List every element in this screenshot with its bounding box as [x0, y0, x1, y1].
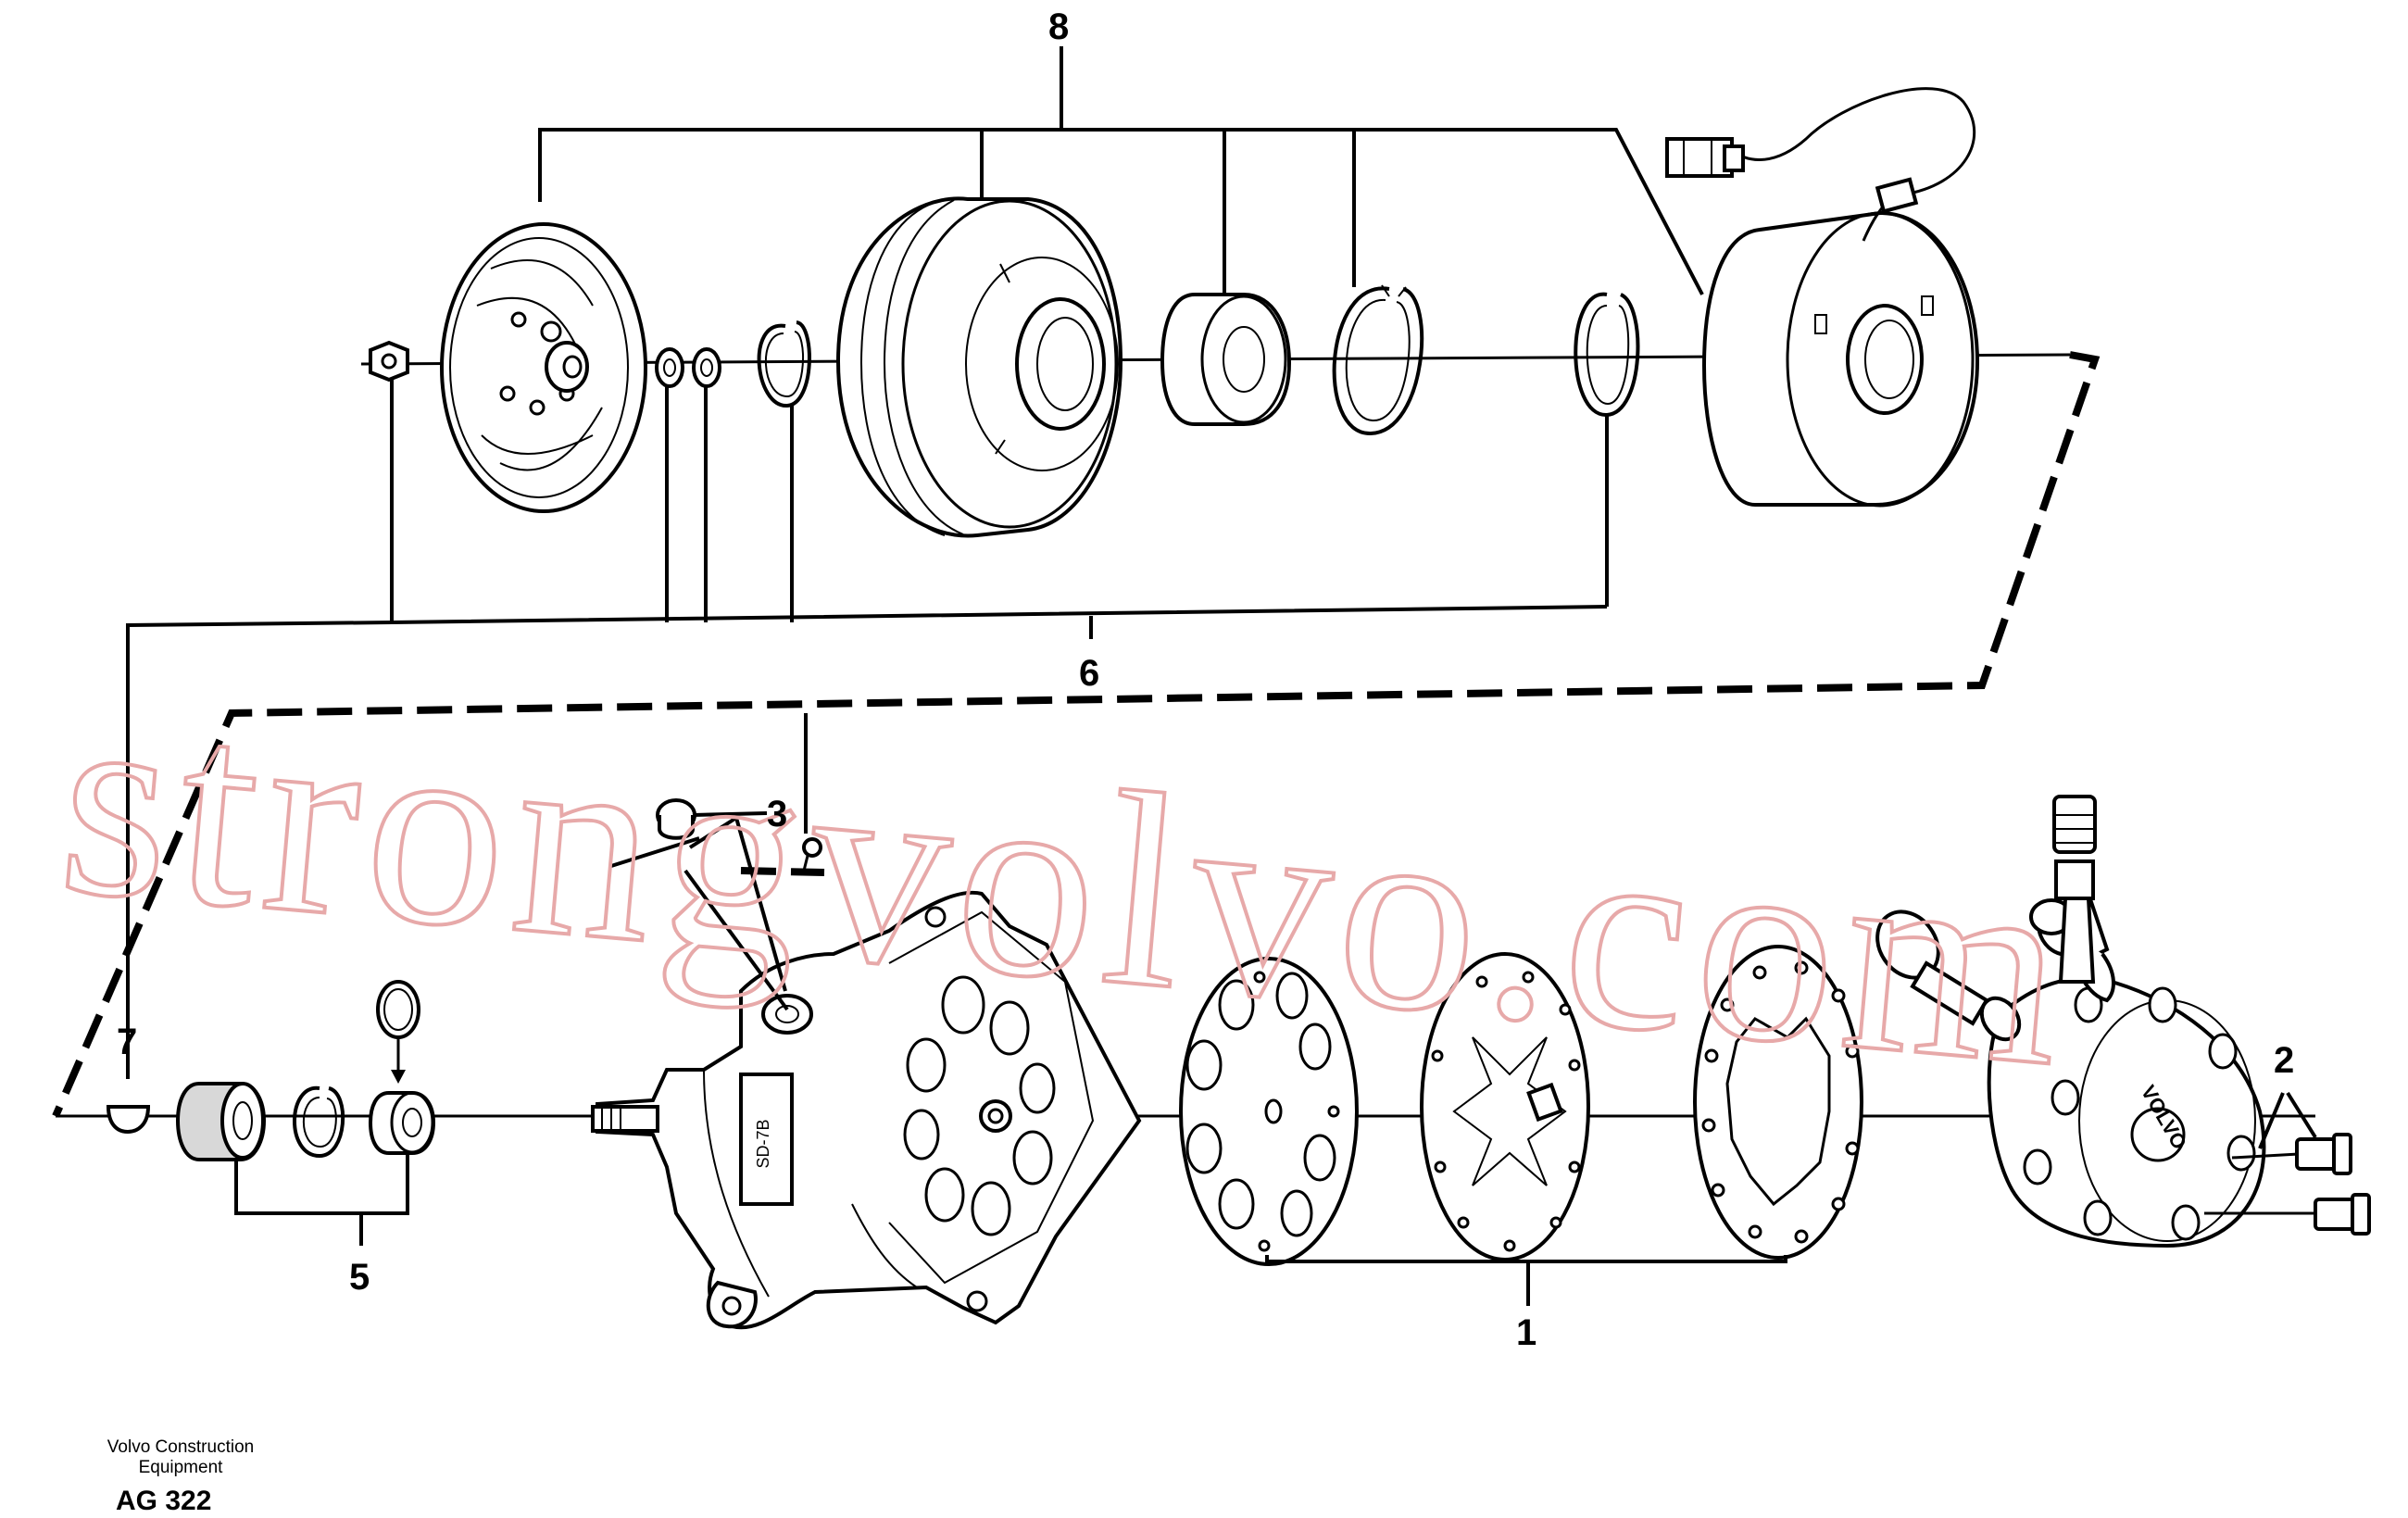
compressor-body: SD-7B — [591, 890, 1142, 1330]
snap-ring-large — [1332, 284, 1424, 436]
footer-company-line1: Volvo Construction — [107, 1437, 254, 1457]
shim-washer-2 — [692, 347, 721, 388]
bracket-2 — [2258, 1091, 2317, 1149]
callout-8: 8 — [1048, 6, 1069, 47]
bracket-8 — [538, 46, 1704, 295]
snap-ring-2 — [1574, 292, 1640, 418]
pulley — [835, 196, 1123, 538]
callout-3: 3 — [767, 794, 787, 834]
coil-wire-connector — [1665, 87, 1976, 242]
bracket-3 — [610, 713, 808, 1011]
head-bolt-2 — [2204, 1193, 2371, 1236]
callout-numbers: 8 6 3 7 5 1 2 — [117, 6, 2294, 1353]
callout-7: 7 — [117, 1022, 137, 1062]
footer: Volvo Construction Equipment AG 322 — [107, 1437, 254, 1516]
clutch-assembly-group — [126, 46, 2071, 1060]
footer-company-line2: Equipment — [139, 1458, 224, 1477]
pressure-switch — [1875, 910, 2022, 1042]
small-plug — [802, 837, 822, 872]
head-bolt-1 — [2231, 1133, 2352, 1175]
compressor-group: SD-7B — [56, 713, 2371, 1330]
callout-5: 5 — [349, 1257, 370, 1298]
bearing — [1160, 293, 1292, 426]
head-gasket — [1693, 945, 1863, 1260]
bracket-5 — [234, 1153, 409, 1215]
valve-plate — [1179, 957, 1359, 1266]
reed-valve-plate — [1420, 952, 1590, 1261]
discharge-fitting — [2052, 795, 2097, 984]
compressor-label: SD-7B — [754, 1119, 772, 1168]
footer-drawing-code: AG 322 — [116, 1486, 211, 1516]
woodruff-key — [106, 1060, 151, 1135]
seal-sleeve — [175, 1082, 267, 1161]
shaft-seal — [368, 1091, 436, 1155]
callout-2: 2 — [2274, 1040, 2294, 1081]
o-ring — [376, 980, 420, 1084]
field-coil — [1701, 210, 1980, 508]
snap-ring-1 — [757, 320, 811, 408]
shim-washer-1 — [655, 347, 684, 388]
seal-snap-ring — [293, 1085, 345, 1159]
bracket-6 — [126, 380, 1609, 1060]
nut — [369, 340, 409, 383]
oil-plug — [656, 798, 696, 840]
callout-6: 6 — [1079, 653, 1099, 694]
clutch-drive-plate — [440, 222, 647, 513]
callout-1: 1 — [1516, 1312, 1536, 1353]
assembly-dashed-outline — [52, 351, 2101, 1118]
